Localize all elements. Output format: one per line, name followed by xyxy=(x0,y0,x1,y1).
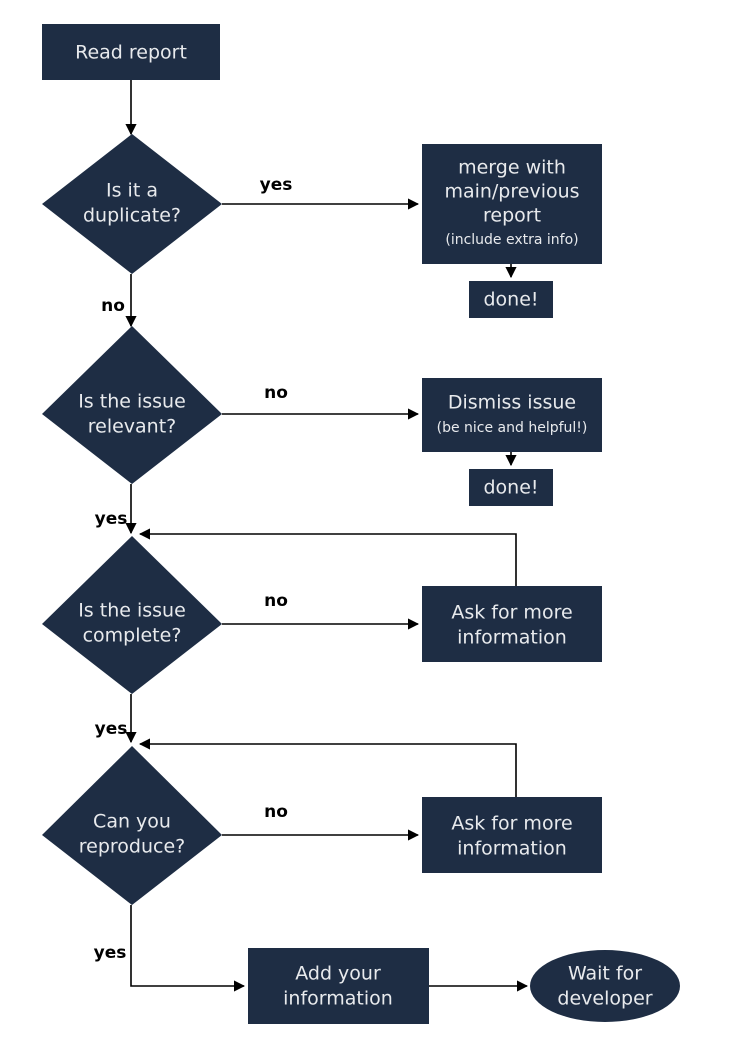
node-done-dismiss[interactable]: done! xyxy=(469,469,553,506)
node-ask-more-2-line1: Ask for more xyxy=(451,813,572,835)
edge-label-reproduce-yes: yes xyxy=(94,943,127,963)
edge-relevant-yes: yes xyxy=(95,484,137,535)
node-wait-developer-line2: developer xyxy=(557,988,652,1010)
node-can-reproduce-line2: reproduce? xyxy=(79,836,186,858)
edge-duplicate-no: no xyxy=(101,274,137,328)
node-dismiss-issue-note: (be nice and helpful!) xyxy=(437,420,588,436)
edge-label-relevant-yes: yes xyxy=(95,509,128,529)
edge-ask-more-2-loopback xyxy=(138,738,517,797)
node-merge-report-line2: main/previous xyxy=(444,181,579,203)
node-is-relevant[interactable]: Is the issue relevant? xyxy=(42,326,222,484)
edge-label-reproduce-no: no xyxy=(264,802,288,822)
node-is-duplicate-line2: duplicate? xyxy=(83,205,181,227)
node-done-merge-label: done! xyxy=(483,289,538,311)
edge-relevant-no: no xyxy=(222,383,420,420)
edge-complete-no: no xyxy=(222,591,420,630)
node-is-relevant-line2: relevant? xyxy=(88,416,177,438)
node-add-info-line2: information xyxy=(283,988,393,1010)
node-can-reproduce-line1: Can you xyxy=(93,811,171,833)
edge-label-duplicate-yes: yes xyxy=(260,175,293,195)
node-merge-report-line3: report xyxy=(483,205,541,227)
edge-label-duplicate-no: no xyxy=(101,296,125,316)
node-can-reproduce[interactable]: Can you reproduce? xyxy=(42,746,222,905)
node-merge-report[interactable]: merge with main/previous report (include… xyxy=(422,144,602,264)
node-is-relevant-line1: Is the issue xyxy=(78,391,186,413)
node-read-report[interactable]: Read report xyxy=(42,24,220,80)
node-is-duplicate-line1: Is it a xyxy=(106,180,158,202)
node-is-duplicate[interactable]: Is it a duplicate? xyxy=(42,134,222,274)
node-dismiss-issue[interactable]: Dismiss issue (be nice and helpful!) xyxy=(422,378,602,452)
edge-label-complete-yes: yes xyxy=(95,719,128,739)
node-wait-developer-line1: Wait for xyxy=(568,963,642,985)
node-is-complete-line1: Is the issue xyxy=(78,600,186,622)
edge-reproduce-no: no xyxy=(222,802,420,841)
edge-reproduce-yes: yes xyxy=(94,905,246,992)
node-dismiss-issue-line1: Dismiss issue xyxy=(448,392,576,414)
edge-label-complete-no: no xyxy=(264,591,288,611)
node-read-report-label: Read report xyxy=(75,42,187,64)
node-add-info-line1: Add your xyxy=(295,963,381,985)
node-done-merge[interactable]: done! xyxy=(469,281,553,318)
node-is-complete-line2: complete? xyxy=(83,625,182,647)
node-add-info[interactable]: Add your information xyxy=(248,948,429,1024)
node-merge-report-note: (include extra info) xyxy=(445,232,578,248)
node-ask-more-2-line2: information xyxy=(457,838,567,860)
node-ask-more-1-line2: information xyxy=(457,627,567,649)
node-done-dismiss-label: done! xyxy=(483,477,538,499)
node-ask-more-1-line1: Ask for more xyxy=(451,602,572,624)
node-ask-more-2[interactable]: Ask for more information xyxy=(422,797,602,873)
edge-complete-yes: yes xyxy=(95,694,137,744)
edge-label-relevant-no: no xyxy=(264,383,288,403)
edge-duplicate-yes: yes xyxy=(222,175,420,210)
edge-ask-more-1-loopback xyxy=(138,528,517,586)
node-merge-report-line1: merge with xyxy=(458,157,566,179)
node-ask-more-1[interactable]: Ask for more information xyxy=(422,586,602,662)
node-wait-developer[interactable]: Wait for developer xyxy=(530,950,680,1022)
node-is-complete[interactable]: Is the issue complete? xyxy=(42,536,222,694)
